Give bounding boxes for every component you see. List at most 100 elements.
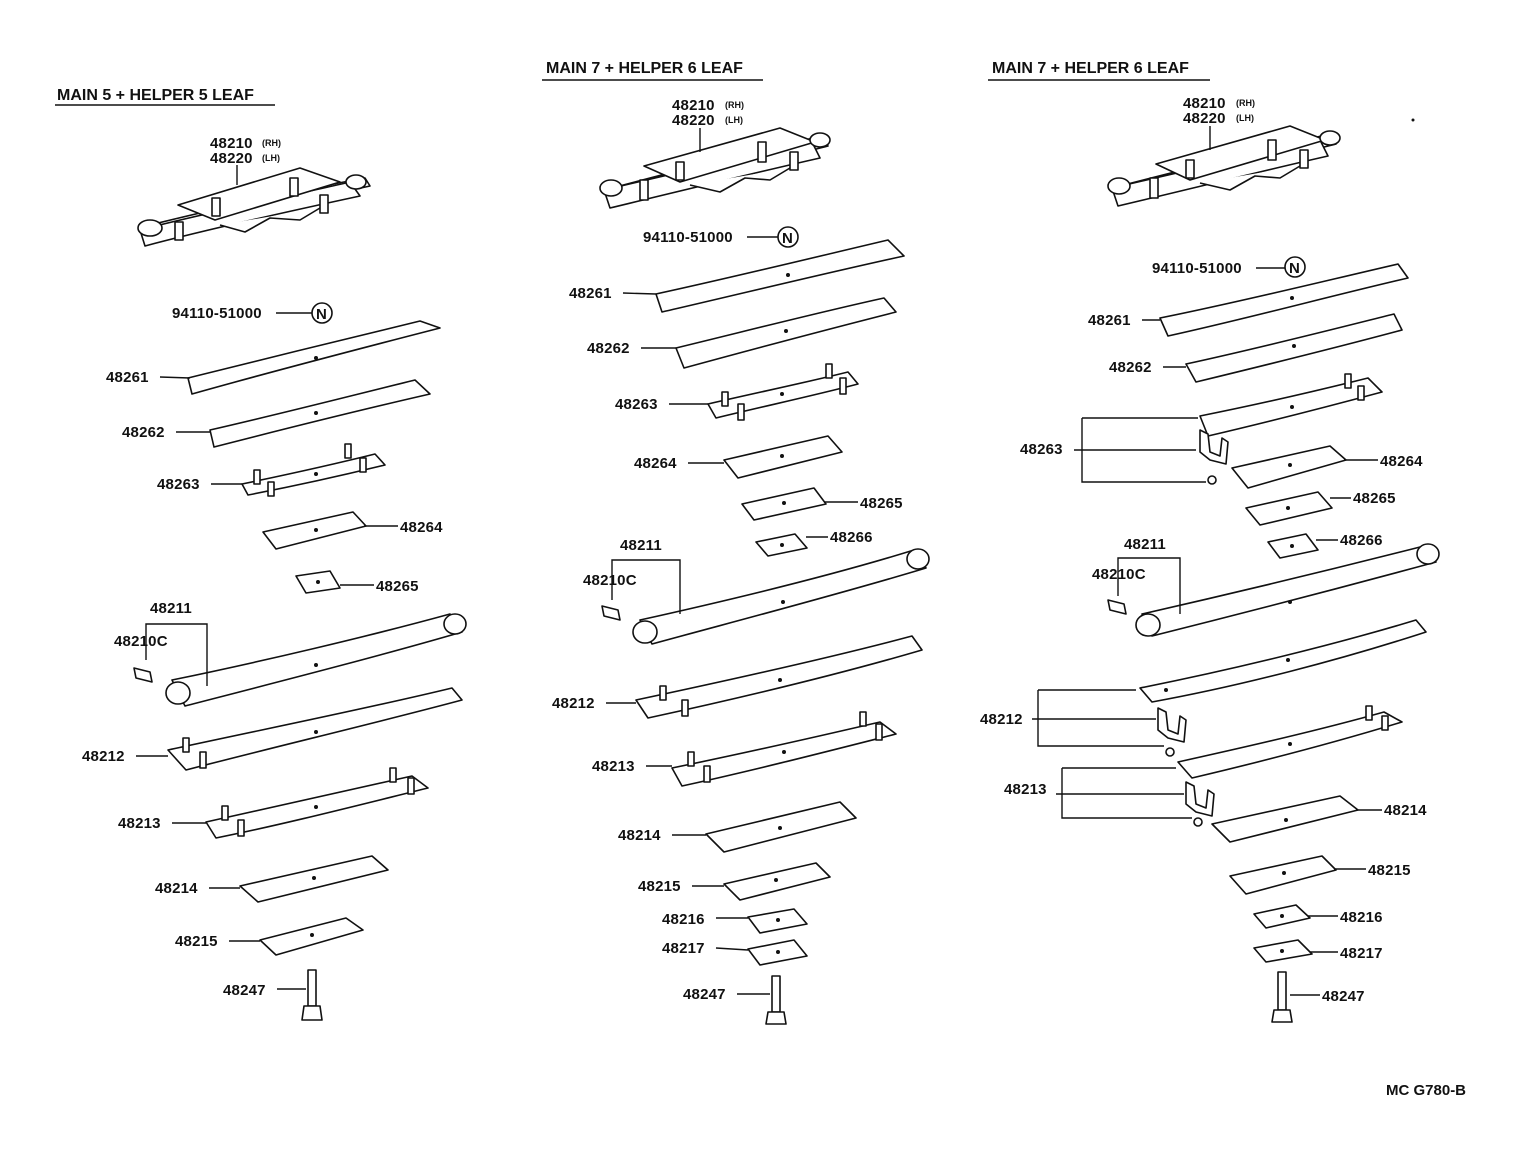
col1-part-label-48262: 48262	[122, 424, 165, 441]
col3-part-label-48217: 48217	[1340, 945, 1383, 962]
col2-leaf-48211	[639, 549, 927, 645]
col1-part-label-48214: 48214	[155, 880, 198, 897]
col2-bushing-48210C	[601, 605, 621, 621]
column-1-header: MAIN 5 + HELPER 5 LEAF	[57, 87, 254, 104]
col3-bolt-48247	[1271, 971, 1293, 1023]
col3-rivet-48212	[1165, 747, 1175, 757]
col3-part-label-48215: 48215	[1368, 862, 1411, 879]
col3-assembly-lh-label: 48220	[1183, 110, 1226, 127]
col3-nut-part-label: 94110-51000	[1152, 260, 1242, 277]
col3-part-label-48261: 48261	[1088, 312, 1131, 329]
col2-assembly-rh-label: 48210	[672, 97, 715, 114]
col1-part-label-48211: 48211	[150, 600, 192, 617]
col3-part-label-48216: 48216	[1340, 909, 1383, 926]
col1-nut-icon	[311, 302, 333, 324]
col1-part-label-48213: 48213	[118, 815, 161, 832]
col3-leaf-48212	[1139, 619, 1427, 703]
col2-assembly-lh-label: 48220	[672, 112, 715, 129]
col3-part-label-48262: 48262	[1109, 359, 1152, 376]
col2-part-label-48262: 48262	[587, 340, 630, 357]
col2-part-label-48247: 48247	[683, 986, 726, 1003]
col2-part-label-48264: 48264	[634, 455, 677, 472]
col1-leaf-48261	[187, 320, 441, 395]
col2-part-label-48215: 48215	[638, 878, 681, 895]
col3-nut-icon	[1284, 256, 1306, 278]
col2-assembly-lh-tag: (LH)	[725, 115, 743, 125]
col1-assembly-rh-label: 48210	[210, 135, 253, 152]
diagram-code: MC G780-B	[1386, 1082, 1466, 1099]
col2-spring-assembly	[599, 127, 831, 209]
col2-part-label-48210C: 48210C	[583, 572, 637, 589]
col2-part-label-48217: 48217	[662, 940, 705, 957]
col3-assembly-rh-tag: (RH)	[1236, 98, 1255, 108]
col1-leaf-48263	[241, 453, 386, 496]
col1-bolt-48247	[301, 969, 323, 1021]
col3-rivet-48263	[1207, 475, 1217, 485]
column-2: MAIN 7 + HELPER 6 LEAF 48210 (RH) 48220 …	[542, 60, 930, 1025]
col2-part-label-48263: 48263	[615, 396, 658, 413]
col2-leaf-48261	[655, 239, 905, 313]
col3-part-label-48263: 48263	[1020, 441, 1063, 458]
column-2-header: MAIN 7 + HELPER 6 LEAF	[546, 60, 743, 77]
col2-nut-symbol: N	[782, 230, 793, 247]
col3-part-label-48212: 48212	[980, 711, 1023, 728]
col1-nut-part-label: 94110-51000	[172, 305, 262, 322]
col1-assembly-lh-label: 48220	[210, 150, 253, 167]
col3-part-label-48210C: 48210C	[1092, 566, 1146, 583]
col2-part-label-48265: 48265	[860, 495, 903, 512]
col3-bushing-48210C	[1107, 599, 1127, 615]
col2-part-label-48266: 48266	[830, 529, 873, 546]
column-3: MAIN 7 + HELPER 6 LEAF 48210 (RH) 48220 …	[980, 60, 1440, 1023]
col2-leaf-48212	[635, 635, 923, 719]
col2-part-label-48216: 48216	[662, 911, 705, 928]
col3-part-label-48213: 48213	[1004, 781, 1047, 798]
col1-part-label-48263: 48263	[157, 476, 200, 493]
col3-part-label-48266: 48266	[1340, 532, 1383, 549]
col3-leaf-48261	[1159, 263, 1409, 337]
col3-assembly-lh-tag: (LH)	[1236, 113, 1254, 123]
col3-part-label-48211: 48211	[1124, 536, 1166, 553]
col2-bolt-48247	[765, 975, 787, 1025]
col3-rivet-48213	[1193, 817, 1203, 827]
col1-assembly-rh-tag: (RH)	[262, 138, 281, 148]
col3-leaf-48211	[1141, 545, 1437, 637]
col3-stray-mark	[1411, 118, 1415, 122]
col3-spring-assembly	[1107, 125, 1341, 207]
col3-part-label-48264: 48264	[1380, 453, 1423, 470]
col2-nut-part-label: 94110-51000	[643, 229, 733, 246]
col3-part-label-48265: 48265	[1353, 490, 1396, 507]
col1-assembly-lh-tag: (LH)	[262, 153, 280, 163]
col3-assembly-rh-label: 48210	[1183, 95, 1226, 112]
col3-clip-48263	[1199, 429, 1229, 465]
col1-part-label-48264: 48264	[400, 519, 443, 536]
column-1: MAIN 5 + HELPER 5 LEAF 48210 (RH) 48220 …	[55, 87, 467, 1021]
col2-part-label-48211: 48211	[620, 537, 662, 554]
col3-clip-48212	[1157, 707, 1187, 743]
col2-part-label-48213: 48213	[592, 758, 635, 775]
col2-nut-icon	[777, 226, 799, 248]
column-3-header: MAIN 7 + HELPER 6 LEAF	[992, 60, 1189, 77]
col3-nut-symbol: N	[1289, 260, 1300, 277]
col1-bushing-48210C	[133, 667, 153, 683]
col1-leaf-48211	[171, 613, 463, 707]
col3-part-label-48214: 48214	[1384, 802, 1427, 819]
col3-part-label-48247: 48247	[1322, 988, 1365, 1005]
col3-clip-48213	[1185, 781, 1215, 817]
col1-part-label-48212: 48212	[82, 748, 125, 765]
col1-part-label-48215: 48215	[175, 933, 218, 950]
col1-spring-assembly	[137, 167, 371, 247]
col1-nut-symbol: N	[316, 306, 327, 323]
col1-part-label-48210C: 48210C	[114, 633, 168, 650]
col1-part-label-48261: 48261	[106, 369, 149, 386]
col3-leaf-48264	[1231, 445, 1347, 489]
col2-part-label-48214: 48214	[618, 827, 661, 844]
col1-leaf-48212	[167, 687, 463, 771]
col2-part-label-48212: 48212	[552, 695, 595, 712]
col3-leaf-48215	[1229, 855, 1337, 895]
col2-part-label-48261: 48261	[569, 285, 612, 302]
col2-assembly-rh-tag: (RH)	[725, 100, 744, 110]
col1-leaf-48262	[209, 379, 431, 448]
col1-part-label-48265: 48265	[376, 578, 419, 595]
